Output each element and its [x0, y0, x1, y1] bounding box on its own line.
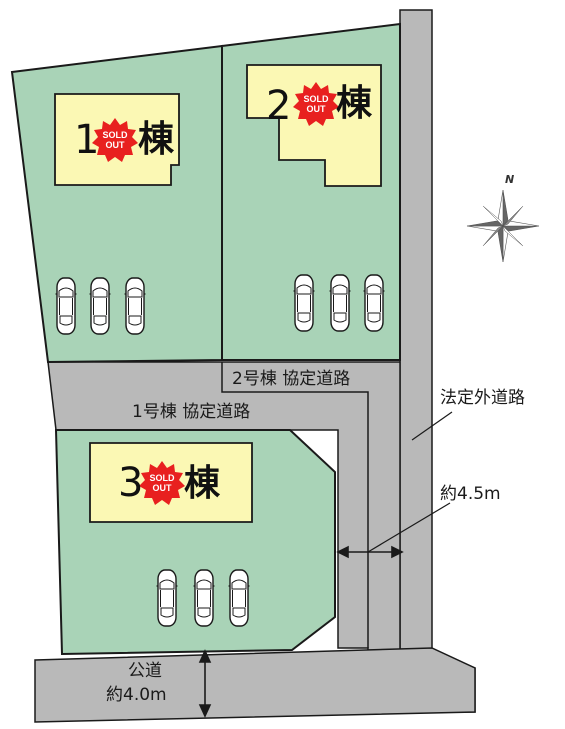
- car-icon: [292, 274, 316, 332]
- car-icon: [227, 569, 251, 627]
- car-icon: [123, 277, 147, 335]
- parking-lot-1: [54, 277, 147, 335]
- compass-north-label: N: [505, 173, 515, 186]
- dimension-arrows: [198, 411, 453, 718]
- outside-road-width: 約4.5m: [440, 484, 501, 504]
- house-2-suffix: 棟: [336, 83, 373, 124]
- car-icon: [328, 274, 352, 332]
- parking-lot-2: [292, 274, 386, 332]
- house-2: [246, 64, 382, 187]
- sold-badge-1-line1: SOLD: [102, 130, 128, 140]
- sold-badge-2-line1: SOLD: [303, 94, 329, 104]
- house-3-suffix: 棟: [184, 463, 221, 504]
- car-icon: [362, 274, 386, 332]
- car-icon: [54, 277, 78, 335]
- car-icon: [88, 277, 112, 335]
- parking-lot-3: [155, 569, 251, 627]
- outside-road-label: 法定外道路: [440, 388, 525, 408]
- house-1-suffix: 棟: [138, 119, 175, 160]
- compass-icon: [466, 189, 540, 263]
- car-icon: [192, 569, 216, 627]
- sold-badge-1-line2: OUT: [106, 140, 126, 150]
- public-road-width: 約4.0m: [106, 685, 167, 705]
- public-road-label: 公道: [128, 661, 162, 681]
- sold-badge-1: SOLD OUT: [92, 118, 138, 162]
- sold-badge-3-line1: SOLD: [149, 473, 175, 483]
- sold-badge-3-line2: OUT: [153, 483, 173, 493]
- agreement-road-2-label: 2号棟 協定道路: [232, 369, 351, 389]
- house-2-number: 2: [266, 83, 292, 129]
- agreement-road-1-label: 1号棟 協定道路: [132, 402, 251, 422]
- sold-badge-2: SOLD OUT: [293, 82, 339, 126]
- public-road: [34, 647, 476, 723]
- outside-road: [399, 9, 476, 713]
- house-1-number: 1: [74, 117, 100, 163]
- roads: [34, 9, 476, 723]
- car-icon: [155, 569, 179, 627]
- sold-badge-2-line2: OUT: [307, 104, 327, 114]
- house-3-number: 3: [118, 460, 144, 506]
- sold-badge-3: SOLD OUT: [139, 461, 185, 505]
